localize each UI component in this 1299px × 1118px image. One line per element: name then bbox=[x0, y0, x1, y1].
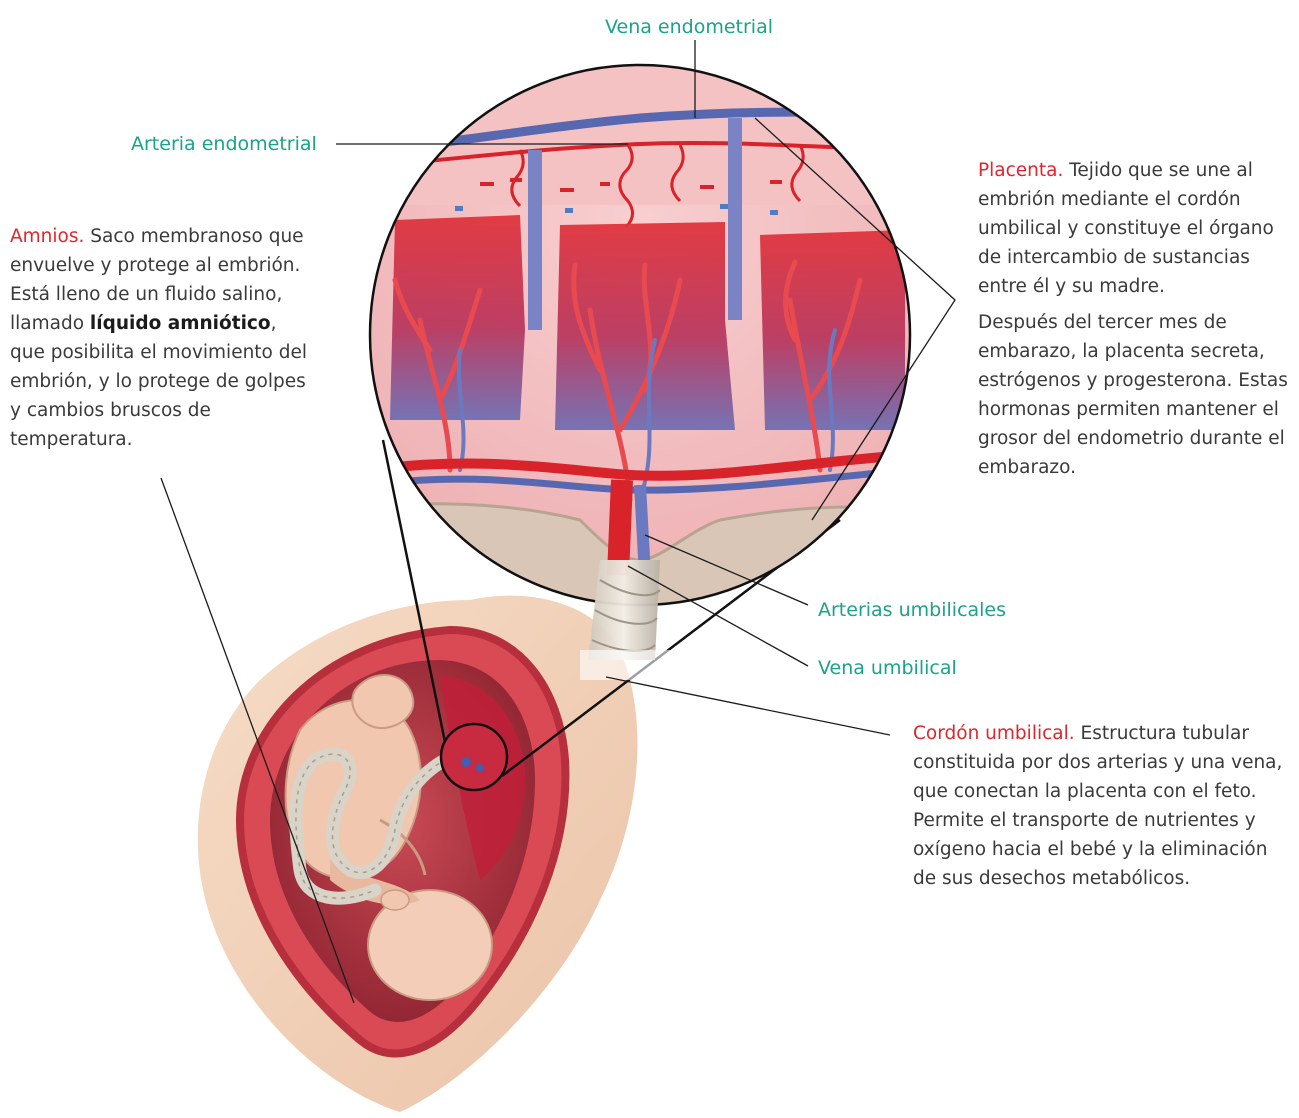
placenta-title: Placenta. bbox=[978, 160, 1063, 181]
label-arterias-umbilicales: Arterias umbilicales bbox=[818, 597, 1006, 623]
uterus-figure bbox=[198, 596, 638, 1112]
label-vena-endometrial: Vena endometrial bbox=[605, 14, 773, 40]
amnios-description: Amnios. Saco membranoso que envuelve y p… bbox=[10, 222, 310, 454]
cordon-title: Cordón umbilical. bbox=[913, 723, 1075, 744]
amnios-bold-term: líquido amniótico bbox=[90, 313, 271, 334]
amnios-title: Amnios. bbox=[10, 226, 84, 247]
placenta-text-2: Después del tercer mes de embarazo, la p… bbox=[978, 308, 1296, 482]
label-arteria-endometrial: Arteria endometrial bbox=[131, 131, 317, 157]
cordon-description: Cordón umbilical. Estructura tubular con… bbox=[913, 719, 1283, 893]
label-vena-umbilical: Vena umbilical bbox=[818, 655, 957, 681]
placenta-description: Placenta. Tejido que se une al embrión m… bbox=[978, 156, 1296, 489]
cordon-text: Estructura tubular constituida por dos a… bbox=[913, 723, 1282, 889]
